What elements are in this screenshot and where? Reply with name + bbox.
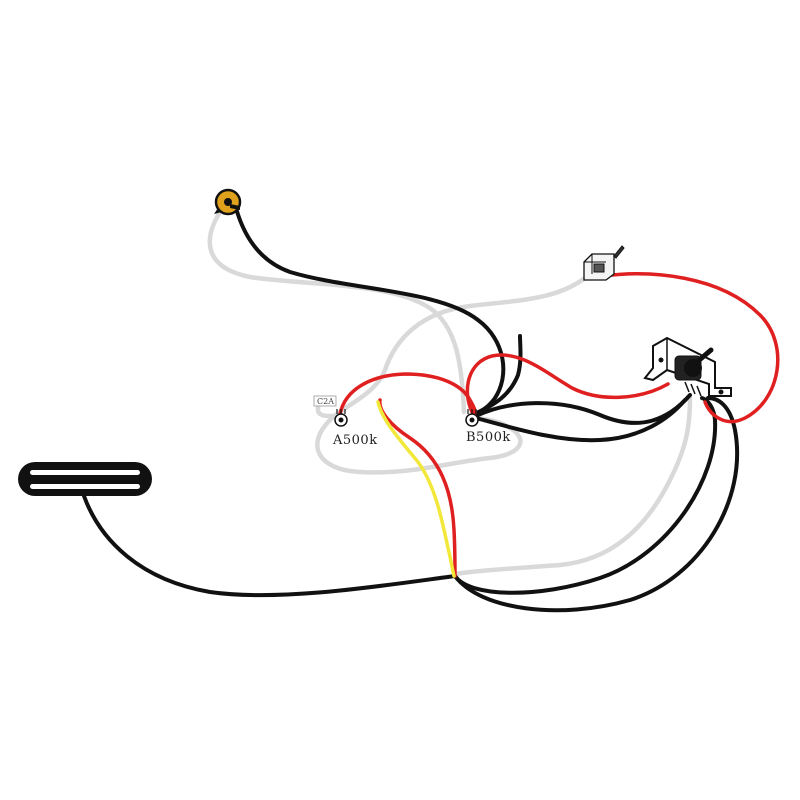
wire-black-pot-b-lug bbox=[472, 334, 523, 416]
selector-lug-3 bbox=[696, 385, 702, 397]
mini-toggle-switch bbox=[583, 245, 625, 281]
selector-lug-2 bbox=[690, 383, 696, 395]
pot-a-shaft bbox=[338, 417, 344, 423]
wire-red-to-junction bbox=[378, 398, 457, 578]
wire-white-toggle bbox=[327, 271, 593, 423]
wire-red-pot-a bbox=[338, 372, 477, 416]
wire-black-pickup bbox=[82, 494, 457, 598]
selector-blade bbox=[694, 347, 714, 365]
capacitor-c2a: C2A bbox=[313, 395, 337, 407]
capacitor-label: C2A bbox=[317, 397, 334, 406]
toggle-lever bbox=[613, 245, 625, 259]
pot-b-label: B500k bbox=[466, 430, 511, 445]
white-wires bbox=[207, 203, 693, 577]
wire-black-pot-b-selector bbox=[474, 393, 692, 425]
pot-b500k bbox=[465, 409, 479, 427]
pot-a-label: A500k bbox=[332, 433, 378, 448]
wire-white-selector-junction bbox=[452, 395, 693, 577]
pickup-slot-bottom bbox=[30, 484, 140, 489]
pickup-slot-top bbox=[30, 470, 140, 475]
capacitor-body bbox=[313, 395, 337, 407]
pot-b-shaft bbox=[469, 417, 475, 423]
black-wires bbox=[82, 206, 740, 613]
wire-black-pot-b-low bbox=[474, 398, 687, 443]
wire-black-sweep-inner bbox=[453, 396, 718, 595]
blade-selector-switch bbox=[643, 336, 732, 397]
red-wires bbox=[338, 272, 780, 578]
pot-a500k bbox=[334, 409, 348, 427]
yellow-wires bbox=[376, 400, 456, 578]
wire-red-pot-b-loop bbox=[465, 353, 670, 414]
toggle-nut bbox=[593, 263, 605, 273]
wire-red-toggle bbox=[602, 272, 780, 424]
wire-black-sweep-outer bbox=[453, 396, 740, 613]
wire-black-jack bbox=[234, 206, 506, 416]
selector-hole-2 bbox=[718, 389, 724, 395]
jack-lug bbox=[230, 204, 240, 210]
output-jack bbox=[214, 188, 242, 216]
wire-white-capacitor-lead bbox=[315, 395, 343, 419]
selector-hole-1 bbox=[658, 357, 664, 363]
humbucker-pickup bbox=[18, 462, 152, 496]
selector-lug-1 bbox=[684, 381, 690, 393]
pickup-outer bbox=[18, 462, 152, 496]
jack-tip bbox=[214, 208, 222, 214]
wire-yellow bbox=[376, 400, 456, 578]
